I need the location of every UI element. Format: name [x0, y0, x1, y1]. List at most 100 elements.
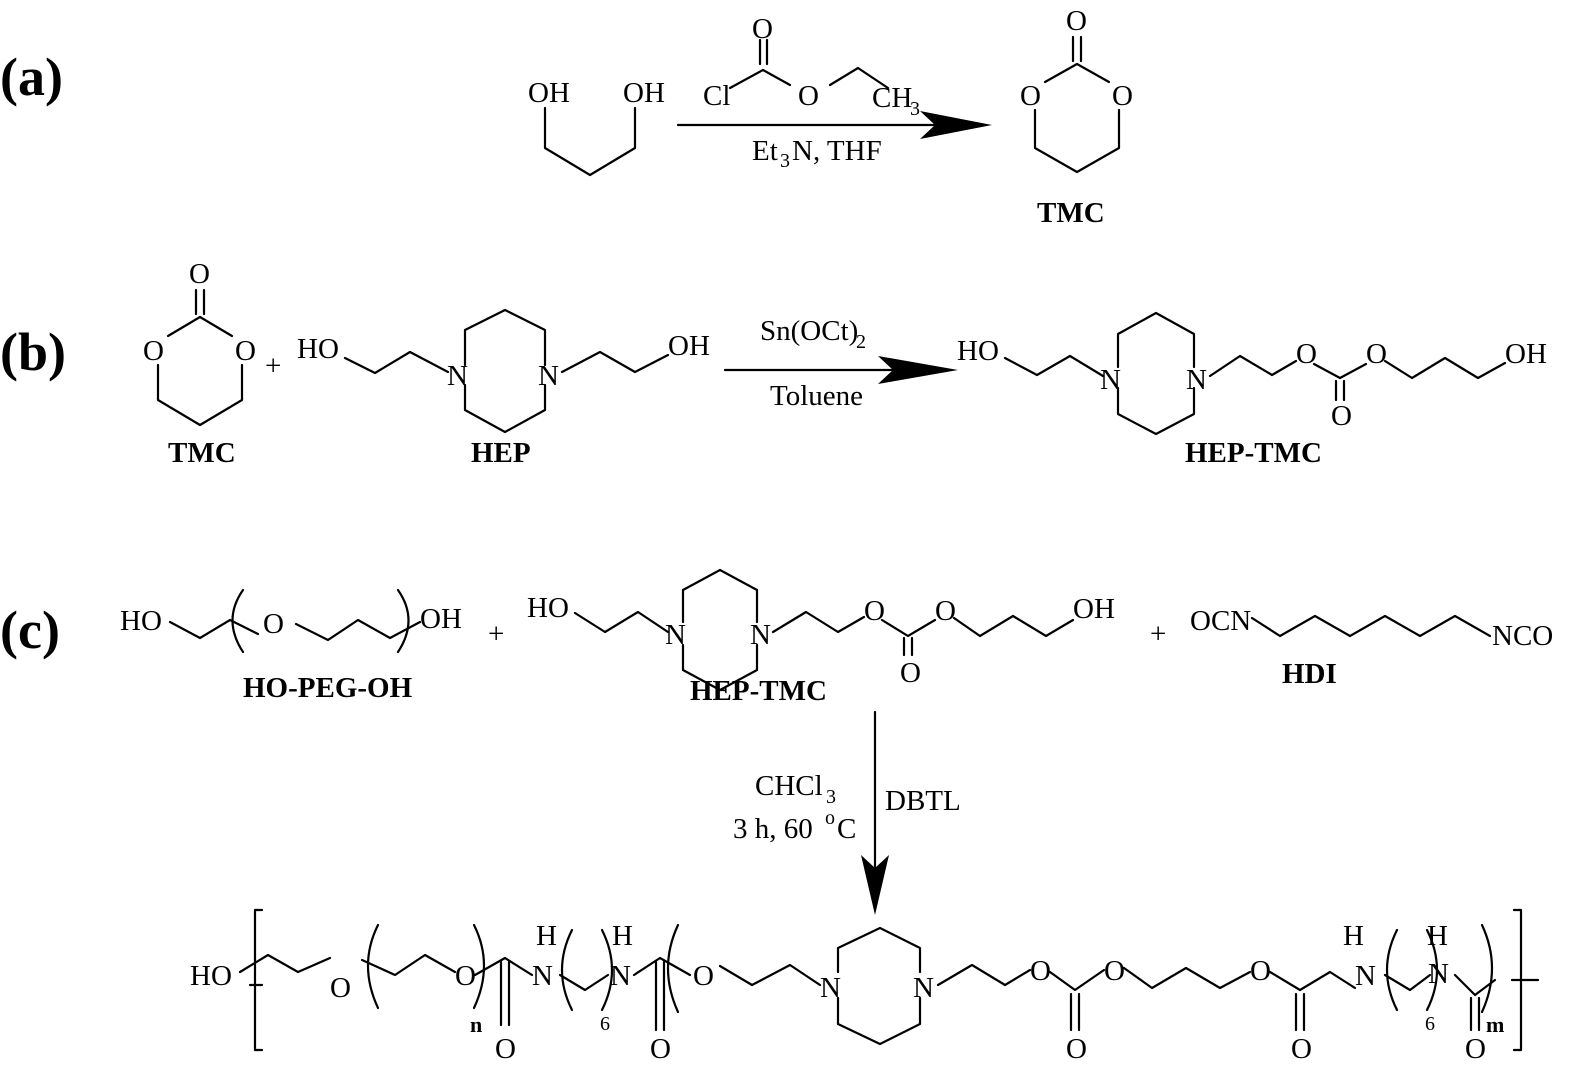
- reagent-o-ester: O: [798, 80, 819, 112]
- hep-tmc-oh: OH: [1505, 338, 1547, 370]
- reagent-ch3: CH: [872, 82, 912, 114]
- hep-tmc-product-structure: HO N N O O O OH HEP-TMC: [957, 311, 1547, 469]
- hep-tmc-c-o3: O: [900, 657, 921, 689]
- hep-tmc-c-n2: N: [750, 619, 771, 651]
- reaction-arrow-a: Et 3 N, THF: [676, 111, 992, 172]
- tmc-o-carbonyl: O: [1066, 5, 1087, 37]
- hep-structure: HO N N OH HEP: [297, 308, 710, 469]
- hdi-nco: NCO: [1492, 620, 1553, 652]
- conditions-et-subscript: 3: [780, 150, 790, 172]
- panel-a-label: (a): [0, 47, 63, 107]
- reagent-o-carbonyl: O: [752, 13, 773, 45]
- peg-structure: HO O OH HO-PEG-OH: [120, 588, 462, 704]
- poly-o1: O: [330, 972, 351, 1004]
- poly-6b: 6: [1425, 1013, 1435, 1035]
- ethyl-chloroformate-structure: Cl O O CH 3: [703, 13, 920, 120]
- hdi-name: HDI: [1282, 658, 1337, 690]
- poly-o11: O: [1465, 1033, 1486, 1065]
- plus-sign-b: +: [265, 350, 281, 382]
- tmc-b-o-carbonyl: O: [189, 258, 210, 290]
- cond-chcl-subscript: 3: [826, 786, 836, 808]
- propanediol-structure: OH OH: [528, 77, 665, 177]
- tmc-o-left: O: [1020, 80, 1041, 112]
- plus-sign-c2: +: [1150, 618, 1166, 650]
- panel-b-label: (b): [0, 322, 66, 382]
- hep-tmc-reactant-structure: HO N N O O O OH HEP-TMC: [527, 568, 1115, 707]
- poly-n-index: n: [470, 1012, 482, 1037]
- plus-sign-c1: +: [488, 618, 504, 650]
- hep-tmc-c-n1: N: [665, 619, 686, 651]
- poly-n6: N: [1428, 958, 1449, 990]
- poly-o7: O: [1104, 955, 1125, 987]
- cond-time-temp: 3 h, 60: [733, 813, 813, 845]
- reagent-ch3-subscript: 3: [910, 98, 920, 120]
- hep-n2: N: [538, 360, 559, 392]
- poly-h1: H: [536, 920, 557, 952]
- poly-o4: O: [650, 1033, 671, 1065]
- peg-name: HO-PEG-OH: [243, 672, 413, 704]
- hep-tmc-n2: N: [1186, 364, 1207, 396]
- panel-a: (a) OH OH Cl O O CH 3 Et 3 N, THF: [0, 5, 1133, 229]
- poly-o2: O: [455, 960, 476, 992]
- conditions-et: Et: [752, 135, 778, 167]
- hep-tmc-c-o1: O: [864, 595, 885, 627]
- poly-h4: H: [1427, 920, 1448, 952]
- cond-degree: o: [825, 807, 835, 829]
- hep-tmc-c-o2: O: [935, 595, 956, 627]
- tmc-b-o-right: O: [235, 335, 256, 367]
- poly-o5: O: [693, 960, 714, 992]
- hep-tmc-c-oh: OH: [1073, 593, 1115, 625]
- hep-tmc-o2: O: [1366, 338, 1387, 370]
- reaction-arrow-c: CHCl 3 3 h, 60 o C DBTL: [733, 710, 961, 915]
- cond-unit: C: [837, 813, 856, 845]
- diol-oh-left: OH: [528, 77, 570, 109]
- tmc-product-name: TMC: [1037, 197, 1105, 229]
- tmc-product-structure: O O O TMC: [1020, 5, 1133, 229]
- hdi-ocn: OCN: [1190, 605, 1251, 637]
- hep-tmc-ho: HO: [957, 335, 999, 367]
- reaction-arrow-b: Sn(OCt) 2 Toluene: [723, 315, 958, 412]
- peg-ho: HO: [120, 605, 162, 637]
- poly-o9: O: [1250, 955, 1271, 987]
- hep-n1: N: [447, 360, 468, 392]
- cond-dbtl: DBTL: [885, 785, 961, 817]
- panel-b: (b) O O O TMC + HO N N OH HEP: [0, 258, 1547, 469]
- panel-c: (c) HO O OH HO-PEG-OH + HO N N O O: [0, 568, 1553, 1065]
- solvent-toluene: Toluene: [770, 380, 863, 412]
- poly-n4: N: [913, 972, 934, 1004]
- poly-h3: H: [1343, 920, 1364, 952]
- poly-h2: H: [612, 920, 633, 952]
- hep-tmc-o1: O: [1296, 338, 1317, 370]
- cond-chcl: CHCl: [755, 770, 823, 802]
- reagent-cl: Cl: [703, 80, 730, 112]
- hep-ho: HO: [297, 333, 339, 365]
- panel-c-label: (c): [0, 600, 60, 660]
- catalyst-subscript: 2: [856, 331, 866, 353]
- poly-ho: HO: [190, 960, 232, 992]
- catalyst-snoct: Sn(OCt): [760, 315, 858, 347]
- poly-n5: N: [1355, 960, 1376, 992]
- hep-tmc-c-name: HEP-TMC: [690, 675, 827, 707]
- poly-o8: O: [1066, 1033, 1087, 1065]
- hep-tmc-n1: N: [1100, 364, 1121, 396]
- poly-n1: N: [532, 960, 553, 992]
- poly-o10: O: [1291, 1033, 1312, 1065]
- poly-o3: O: [495, 1033, 516, 1065]
- tmc-b-name: TMC: [168, 437, 236, 469]
- poly-o6: O: [1030, 955, 1051, 987]
- tmc-o-right: O: [1112, 80, 1133, 112]
- hep-tmc-o3: O: [1331, 400, 1352, 432]
- conditions-n-thf: N, THF: [792, 135, 882, 167]
- poly-6a: 6: [600, 1013, 610, 1035]
- peg-oh: OH: [420, 603, 462, 635]
- hdi-structure: OCN NCO HDI: [1190, 605, 1553, 690]
- hep-oh: OH: [668, 330, 710, 362]
- hep-tmc-name: HEP-TMC: [1185, 437, 1322, 469]
- hep-tmc-c-ho: HO: [527, 592, 569, 624]
- tmc-b-o-left: O: [143, 335, 164, 367]
- peg-o: O: [263, 608, 284, 640]
- tmc-reactant-structure: O O O TMC: [143, 258, 256, 469]
- poly-n2: N: [610, 960, 631, 992]
- diol-oh-right: OH: [623, 77, 665, 109]
